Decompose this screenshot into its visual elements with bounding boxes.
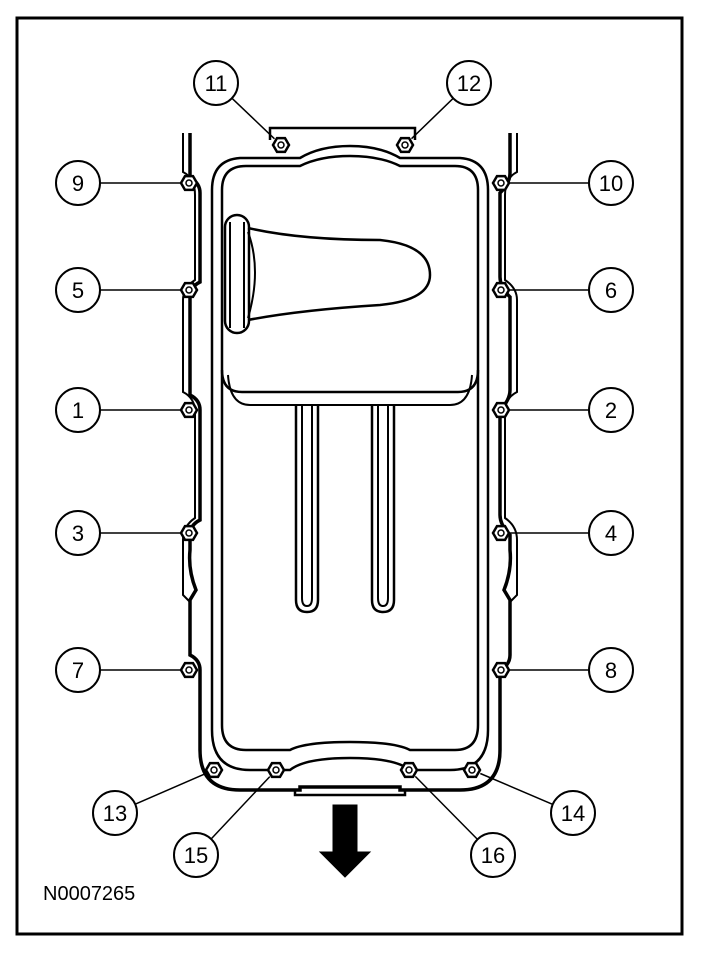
- callout-circle-4: [588, 510, 634, 556]
- callout-label-9: 9: [72, 171, 84, 196]
- callout-circle-9: [55, 160, 101, 206]
- oil-pan: [182, 126, 518, 797]
- bolt-center: [185, 179, 193, 187]
- callout-label-10: 10: [599, 171, 623, 196]
- leader-line-11: [231, 97, 276, 140]
- bolt-center: [185, 286, 193, 294]
- callout-circle-3: [55, 510, 101, 556]
- bolt-center: [497, 406, 505, 414]
- bolt-center: [277, 141, 285, 149]
- bolt-center: [497, 179, 505, 187]
- callout-label-3: 3: [72, 521, 84, 546]
- bolt-center: [497, 529, 505, 537]
- callout-circle-1: [55, 387, 101, 433]
- bolt-center: [185, 529, 193, 537]
- callout-circle-16: [470, 832, 516, 878]
- reference-code: N0007265: [43, 883, 135, 905]
- arrow-down-icon: [318, 804, 372, 878]
- callout-label-11: 11: [205, 71, 228, 96]
- bolt-center: [272, 766, 280, 774]
- callout-circle-11: [193, 60, 239, 106]
- leader-lines: [100, 97, 589, 840]
- callout-circle-15: [173, 832, 219, 878]
- leader-line-13: [134, 772, 206, 805]
- callout-circle-2: [588, 387, 634, 433]
- leader-line-15: [210, 776, 271, 840]
- bolt-center: [497, 666, 505, 674]
- bolt-center: [210, 766, 218, 774]
- callout-label-16: 16: [481, 843, 505, 868]
- bolt-center: [401, 141, 409, 149]
- callout-circle-13: [92, 790, 138, 836]
- callout-circle-7: [55, 647, 101, 693]
- diagram-frame: [15, 16, 684, 936]
- callout-label-2: 2: [605, 398, 617, 423]
- callout-circle-10: [588, 160, 634, 206]
- callout-label-6: 6: [605, 278, 617, 303]
- callout-label-8: 8: [605, 658, 617, 683]
- bolt-group: [179, 136, 511, 779]
- callout-circle-5: [55, 267, 101, 313]
- callout-label-15: 15: [184, 843, 208, 868]
- callout-label-14: 14: [561, 801, 585, 826]
- callout-label-7: 7: [72, 658, 84, 683]
- callout-label-5: 5: [72, 278, 84, 303]
- leader-line-14: [480, 772, 554, 806]
- callout-label-13: 13: [103, 801, 127, 826]
- bolt-center: [497, 286, 505, 294]
- callout-circle-12: [446, 60, 492, 106]
- callout-circle-8: [588, 647, 634, 693]
- leader-line-16: [414, 775, 479, 840]
- callout-label-1: 1: [72, 398, 84, 423]
- leader-line-12: [410, 97, 454, 140]
- bolt-center: [468, 766, 476, 774]
- bolt-center: [185, 406, 193, 414]
- callout-label-4: 4: [605, 521, 617, 546]
- bolt-center: [405, 766, 413, 774]
- bolt-center: [185, 666, 193, 674]
- callout-label-12: 12: [457, 71, 481, 96]
- callout-circle-14: [550, 790, 596, 836]
- callout-circle-6: [588, 267, 634, 313]
